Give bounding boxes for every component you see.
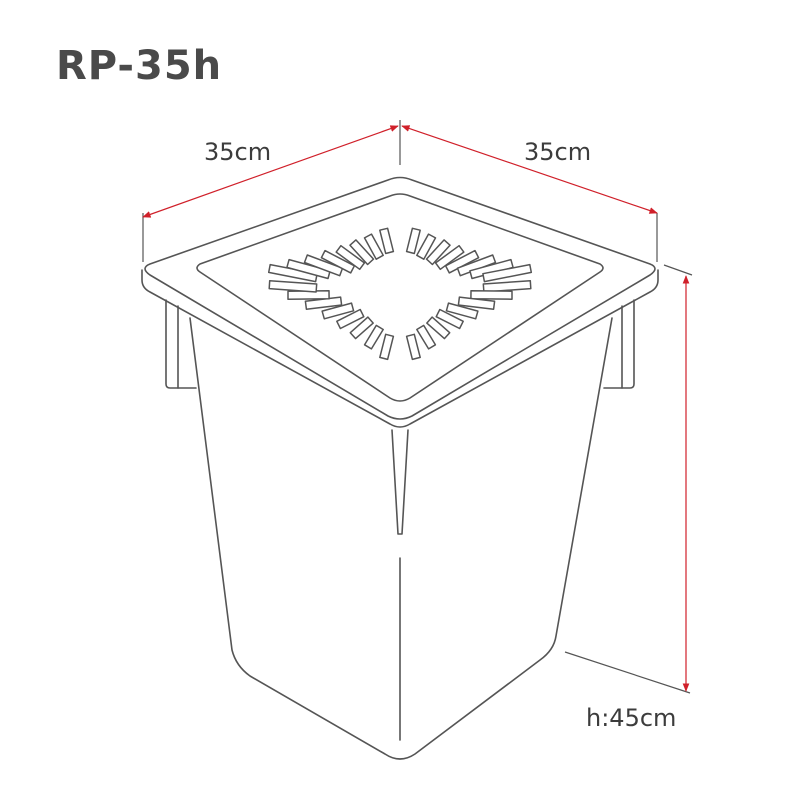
grate-slot-left-7 bbox=[363, 233, 384, 260]
grate-top-outline bbox=[144, 176, 656, 420]
extension-line-bottom-height bbox=[564, 651, 691, 694]
front-rib bbox=[391, 429, 409, 535]
grate-rim-side bbox=[141, 269, 659, 428]
grate-slot-bottom-8 bbox=[268, 279, 318, 293]
grate-slot-bottom-1 bbox=[379, 333, 395, 361]
width-right-dimension-line bbox=[401, 125, 658, 214]
right-side-tab bbox=[603, 299, 635, 389]
grate-slot-right-5 bbox=[435, 308, 464, 330]
grate-slot-left-6 bbox=[349, 239, 375, 266]
extension-line-top-height bbox=[663, 264, 693, 276]
grate-slot-left-8 bbox=[379, 227, 395, 255]
grate-slot-top-8 bbox=[482, 263, 533, 283]
grate-slot-bottom-2 bbox=[363, 324, 384, 350]
grate-slot-right-7 bbox=[416, 324, 437, 350]
grate-slot-top-5 bbox=[444, 249, 480, 274]
grate-slot-bottom-3 bbox=[349, 316, 374, 340]
grate-slot-right-6 bbox=[426, 316, 451, 340]
width-left-dimension-line bbox=[142, 125, 399, 218]
grate-inner-outline bbox=[196, 193, 604, 402]
dimension-lines bbox=[142, 120, 693, 694]
grate-slot-right-3 bbox=[457, 296, 496, 310]
grate-slot-top-4 bbox=[434, 244, 465, 271]
grate bbox=[141, 176, 659, 428]
grate-slot-top-2 bbox=[416, 233, 437, 260]
product-title: RP-35h bbox=[56, 43, 223, 89]
grate-slot-bottom-6 bbox=[304, 296, 343, 310]
grate-slot-bottom-4 bbox=[336, 308, 365, 330]
grate-slot-right-4 bbox=[445, 302, 479, 320]
grate-slot-bottom-7 bbox=[287, 289, 330, 300]
grate-slot-bottom-5 bbox=[321, 302, 355, 320]
grate-slot-left-5 bbox=[335, 244, 366, 271]
left-side-tab bbox=[165, 299, 197, 389]
grate-slot-top-1 bbox=[405, 227, 421, 255]
grate-slot-right-2 bbox=[470, 289, 513, 300]
grate-slot-top-3 bbox=[425, 239, 451, 266]
grate-slot-right-8 bbox=[405, 333, 421, 361]
grate-slot-top-6 bbox=[456, 254, 497, 277]
basin-body-outline bbox=[189, 317, 613, 760]
grate-slot-top-7 bbox=[469, 258, 514, 280]
basin-body bbox=[165, 299, 635, 760]
grate-slots bbox=[267, 227, 533, 361]
height-label: h:45cm bbox=[586, 704, 677, 732]
